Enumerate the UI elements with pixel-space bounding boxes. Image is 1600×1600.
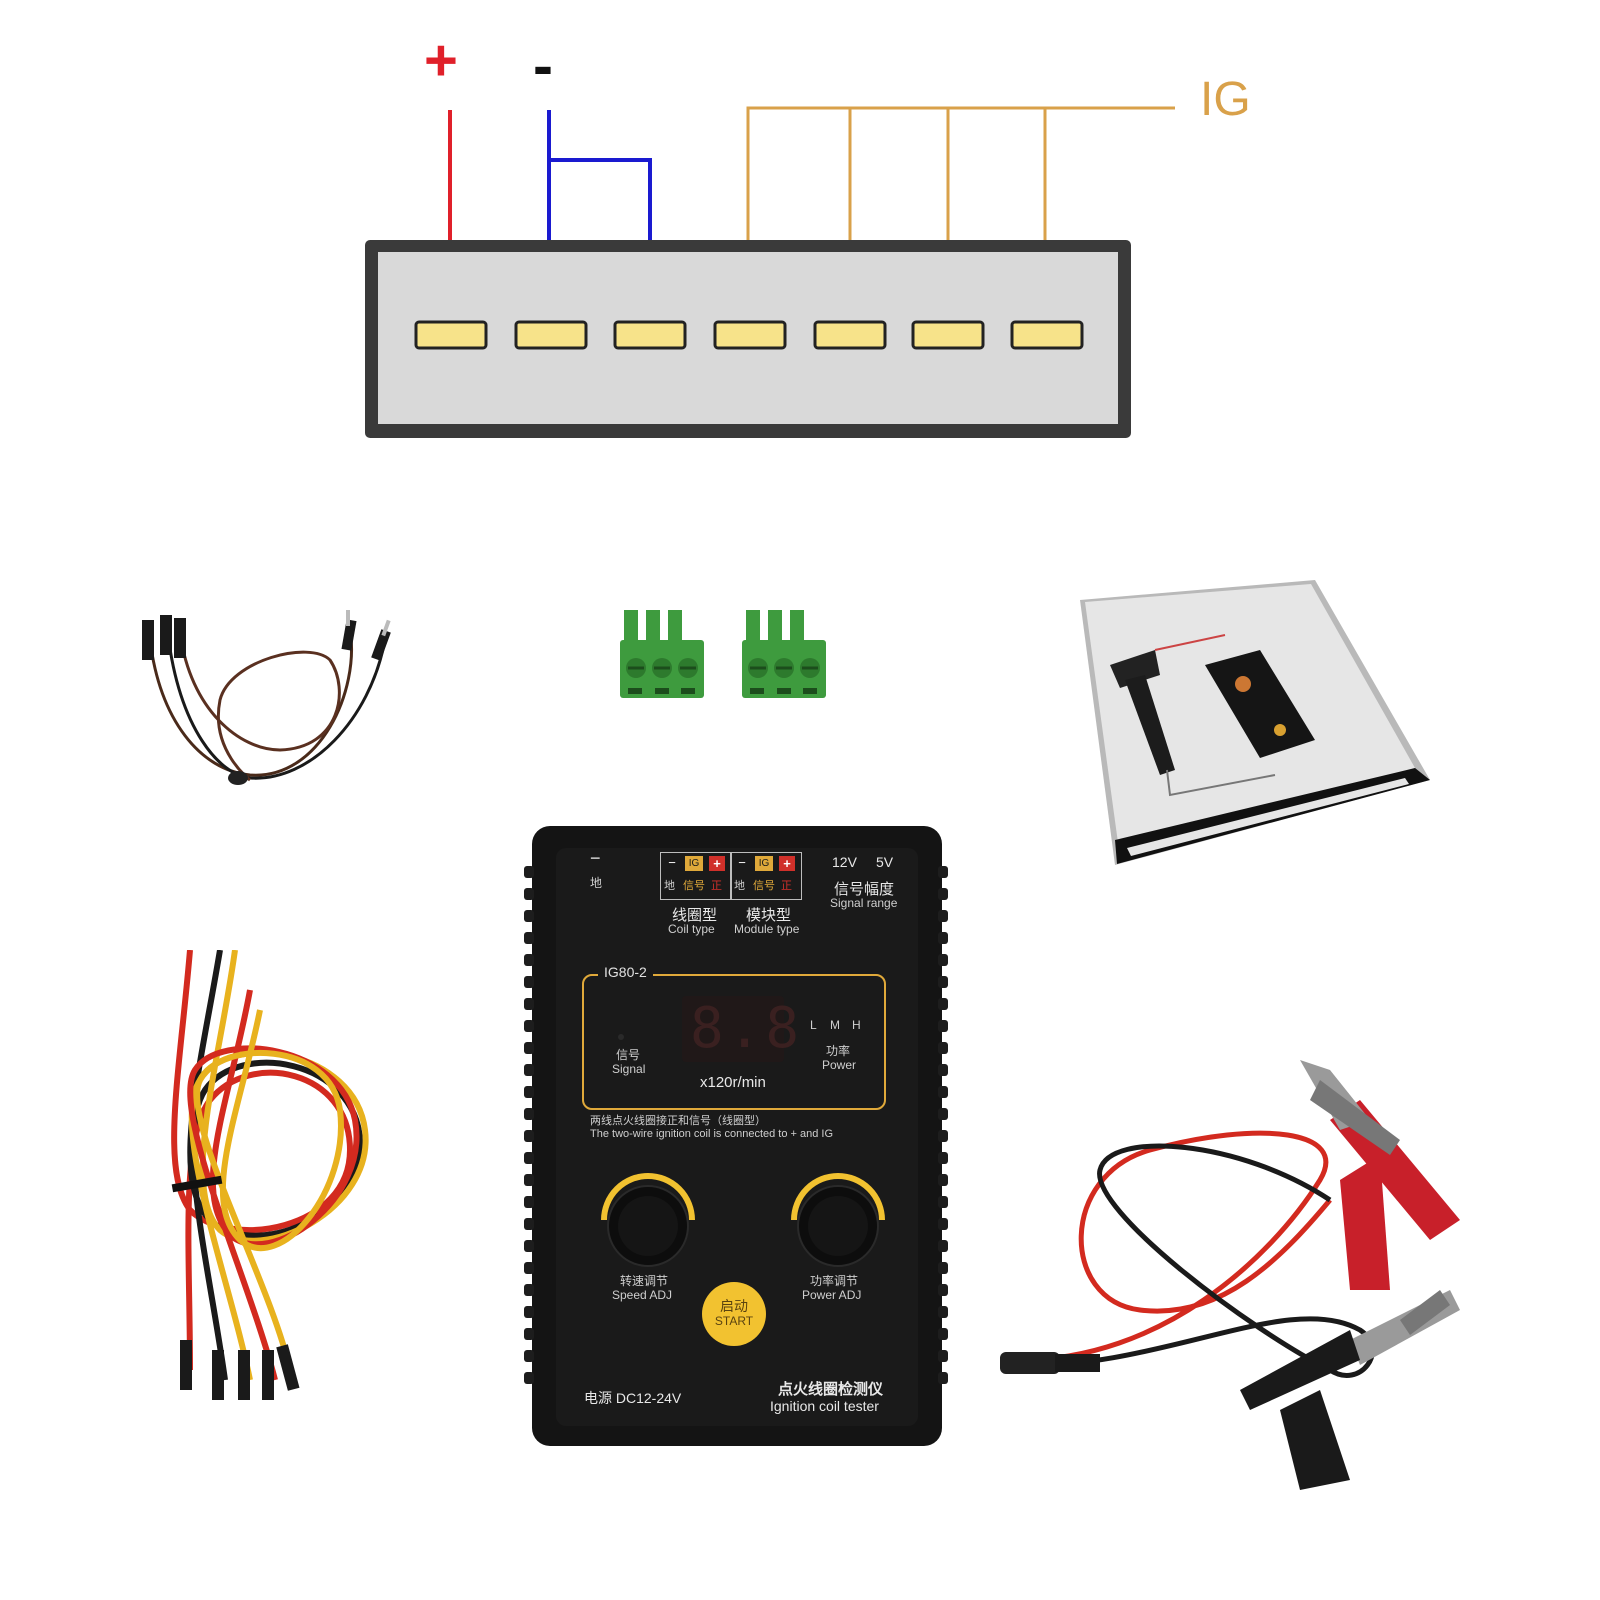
product-name-cn: 点火线圈检测仪	[778, 1381, 884, 1398]
manual	[1080, 580, 1430, 865]
coil-type-label-en: Coil type	[668, 922, 715, 936]
signal-led	[618, 1034, 624, 1040]
signal-range-12v: 12V	[832, 854, 857, 870]
wiring-note-cn: 两线点火线圈接正和信号（线圈型）	[590, 1115, 766, 1127]
module-terminal-minus: −	[738, 855, 746, 870]
speed-knob[interactable]	[588, 1162, 708, 1272]
module-type-label-cn: 模块型	[746, 907, 792, 924]
start-button[interactable]: 启动 START	[702, 1282, 766, 1346]
black-clip	[1240, 1290, 1460, 1490]
power-label-cn: 功率	[826, 1044, 851, 1058]
pin-6	[911, 320, 985, 350]
jumper-wire-bundle	[171, 950, 369, 1400]
jumper-wire-3	[142, 610, 391, 785]
start-button-label-cn: 启动	[720, 1298, 748, 1314]
ig-label: IG	[1200, 73, 1251, 126]
power-supply-label: 电源 DC12-24V	[584, 1390, 682, 1406]
ground-label: 地	[590, 876, 603, 890]
coil-type-terminal-box: − IG + 地 信号 正	[660, 852, 732, 900]
pin-5	[813, 320, 887, 350]
speed-adj-label-cn: 转速调节	[620, 1274, 669, 1288]
green-terminal-block	[620, 610, 704, 698]
alligator-clip-power-cable	[1000, 1060, 1460, 1490]
signal-range-label-cn: 信号幅度	[834, 881, 895, 898]
signal-label-cn: 信号	[616, 1048, 641, 1062]
power-level-h: H	[852, 1018, 861, 1032]
minus-label: -	[533, 32, 553, 99]
pin-7	[1010, 320, 1084, 350]
module-terminal-label-ground: 地	[734, 880, 745, 892]
coil-terminal-label-positive: 正	[711, 880, 722, 892]
coil-terminal-label-ground: 地	[664, 880, 675, 892]
power-label-en: Power	[822, 1058, 857, 1072]
connector-pins	[414, 320, 1084, 350]
segment-display	[682, 996, 784, 1062]
product-name-en: Ignition coil tester	[770, 1398, 879, 1414]
power-level-l: L	[810, 1018, 817, 1032]
signal-label-en: Signal	[612, 1062, 646, 1076]
module-type-label-en: Module type	[734, 922, 800, 936]
wiring-note-en: The two-wire ignition coil is connected …	[590, 1128, 834, 1140]
module-terminal-label-positive: 正	[781, 880, 792, 892]
power-knob[interactable]	[778, 1162, 898, 1272]
display-window	[582, 974, 886, 1110]
rpm-unit-label: x120r/min	[700, 1074, 766, 1091]
module-type-terminal-box: − IG + 地 信号 正	[730, 852, 802, 900]
coil-terminal-plus: +	[709, 856, 725, 871]
left-grip	[524, 866, 534, 1384]
coil-terminal-minus: −	[668, 855, 676, 870]
signal-range-label-en: Signal range	[830, 896, 898, 910]
start-button-label-en: START	[714, 1314, 754, 1328]
power-level-m: M	[830, 1018, 840, 1032]
pin-3	[613, 320, 687, 350]
connector-pinout-diagram	[365, 106, 1175, 438]
module-terminal-ig: IG	[755, 856, 773, 871]
model-label: IG80-2	[598, 964, 653, 980]
red-clip	[1300, 1060, 1460, 1290]
module-terminal-label-signal: 信号	[753, 880, 775, 892]
power-adj-label-cn: 功率调节	[810, 1274, 859, 1288]
segment-digits: 8.8	[690, 996, 804, 1061]
module-terminal-plus: +	[779, 856, 795, 871]
coil-terminal-label-signal: 信号	[683, 880, 705, 892]
green-terminal-block	[742, 610, 826, 698]
signal-range-5v: 5V	[876, 854, 894, 870]
pin-1	[414, 320, 488, 350]
plus-label: +	[424, 28, 458, 93]
power-adj-label-en: Power ADJ	[802, 1288, 862, 1302]
ground-symbol: −	[590, 848, 601, 868]
speed-adj-label-en: Speed ADJ	[612, 1288, 673, 1302]
coil-terminal-ig: IG	[685, 856, 703, 871]
coil-type-label-cn: 线圈型	[672, 907, 718, 924]
pin-4	[713, 320, 787, 350]
ignition-coil-tester: − 地 − IG + 地 信号 正 − IG + 地 信号 正 线圈型 Coil…	[524, 826, 948, 1446]
right-grip	[938, 866, 948, 1384]
pin-2	[514, 320, 588, 350]
